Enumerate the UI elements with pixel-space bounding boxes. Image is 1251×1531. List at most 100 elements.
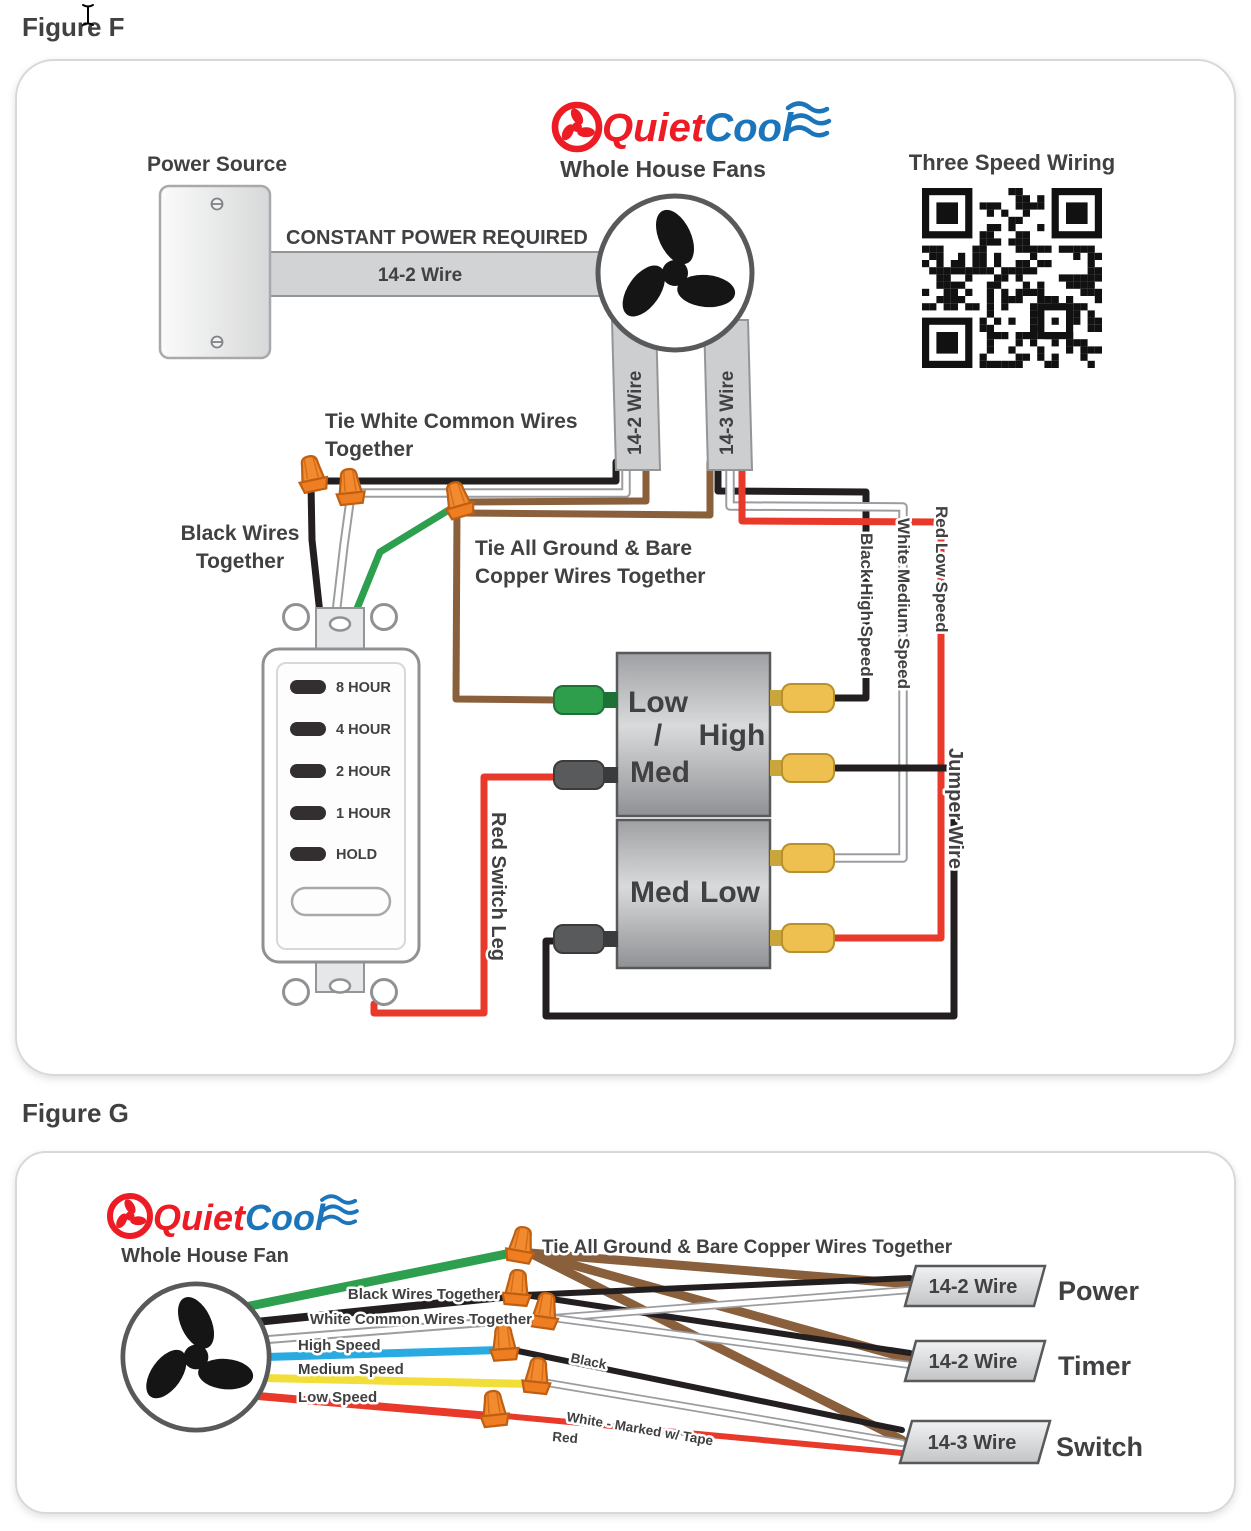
timer-main-button <box>290 886 392 917</box>
run-box-timer <box>903 1339 1047 1383</box>
yellow-medium-speed-wire <box>260 1374 536 1388</box>
connector-green <box>553 685 618 715</box>
quietcool-logo-f: QuietCool Whole House Fans <box>555 104 829 182</box>
connector-dark <box>553 924 618 954</box>
run-destination-label: Power <box>1058 1276 1140 1306</box>
white-marked-wire <box>545 1380 905 1446</box>
selector-label-low2: Low <box>700 876 761 909</box>
red-low-speed-wire <box>254 1392 494 1420</box>
run-box-label: 14-3 Wire <box>928 1432 1017 1454</box>
speed-selector: Low / Med High Med Low <box>553 651 835 970</box>
selector-label-high: High <box>699 719 766 752</box>
note-black-wires-line1: Black Wires <box>181 522 300 545</box>
bare-copper-wire <box>460 458 650 506</box>
note-white-common-g: White Common Wires Together <box>310 1311 532 1328</box>
black-wire <box>252 1292 516 1326</box>
text-cursor-icon <box>82 4 94 26</box>
wires-figure-f <box>307 457 958 1020</box>
qr-code <box>916 182 1108 374</box>
black-wire <box>522 1275 913 1298</box>
selector-label-low: Low <box>628 686 689 719</box>
run-box-switch <box>898 1419 1052 1465</box>
black-switch-wire <box>510 1347 905 1433</box>
bare-copper-wire <box>452 506 560 704</box>
cable-runs: 14-2 Wire 14-2 Wire 14-3 Wire Power Time… <box>898 1264 1143 1465</box>
fan-mark-icon <box>110 1196 150 1236</box>
white-wire <box>259 1315 543 1343</box>
connector-dark <box>553 760 618 790</box>
brand-tagline: Whole House Fan <box>121 1245 289 1267</box>
note-tie-ground-g: Tie All Ground & Bare Copper Wires Toget… <box>542 1237 953 1258</box>
timer-button-label: 8 HOUR <box>336 680 391 696</box>
white-wire <box>550 1315 913 1368</box>
red-low-speed-wire <box>738 458 945 942</box>
selector-box-bottom <box>615 818 772 970</box>
figure-f-title: Figure F <box>22 12 125 42</box>
brand-name: QuietCool <box>602 106 794 150</box>
fan-mark-icon <box>555 105 599 149</box>
white-medium-speed-wire <box>727 459 906 861</box>
connector-yellow <box>770 843 835 873</box>
quietcool-logo-g: QuietCool Whole House Fan <box>110 1196 359 1267</box>
screw-slot-icon <box>328 978 352 994</box>
power-source-box <box>158 184 272 360</box>
timer-button <box>290 722 326 736</box>
jumper-wire <box>542 764 958 1020</box>
mounting-ear-icon <box>370 603 398 631</box>
timer-button-label: HOLD <box>336 847 377 863</box>
selector-box-top <box>615 651 772 818</box>
timer-buttons: 8 HOUR 4 HOUR 2 HOUR 1 HOUR HOLD <box>290 680 391 863</box>
black-high-speed-wire <box>714 458 870 702</box>
white-wire <box>550 1287 913 1321</box>
red-switch-leg-wire <box>370 773 560 1017</box>
connector-yellow <box>770 923 835 953</box>
strap-14-3-label: 14-3 Wire <box>717 371 738 455</box>
run-destination-label: Timer <box>1058 1351 1132 1381</box>
label-red-low-speed: Red Low Speed <box>932 506 951 633</box>
timer-button-label: 1 HOUR <box>336 806 391 822</box>
label-black-high-speed: Black High Speed <box>857 533 876 677</box>
note-high-speed-g: High Speed <box>298 1337 381 1354</box>
mounting-ear-icon <box>282 978 310 1006</box>
label-jumper-wire: Jumper Wire <box>944 748 966 869</box>
screw-slot-icon <box>328 616 352 632</box>
note-tie-ground-line1: Tie All Ground & Bare <box>475 537 692 560</box>
cable-tag-red: Red <box>552 1429 579 1446</box>
mounting-ear-icon <box>282 603 310 631</box>
label-white-medium-speed: White Medium Speed <box>894 518 913 689</box>
screw-icon <box>210 197 224 211</box>
timer-button <box>290 806 326 820</box>
run-box-label: 14-2 Wire <box>929 1276 1018 1298</box>
note-tie-white-line1: Tie White Common Wires <box>325 410 578 433</box>
white-wire <box>333 491 354 617</box>
fan-icon <box>123 1284 269 1430</box>
selector-label-med: Med <box>630 756 690 789</box>
figure-g-title: Figure G <box>22 1098 129 1128</box>
green-ground-wire <box>350 504 456 620</box>
timer-button <box>290 764 326 778</box>
black-wire <box>307 480 324 618</box>
selector-label-med2: Med <box>630 876 690 909</box>
connector-yellow <box>770 683 835 713</box>
fan-icon <box>598 196 752 350</box>
qr-caption: Three Speed Wiring <box>909 150 1115 175</box>
note-tie-ground-line2: Copper Wires Together <box>475 565 705 588</box>
note-medium-speed-g: Medium Speed <box>298 1361 404 1378</box>
power-source-label: Power Source <box>147 153 287 176</box>
supply-cable-label: 14-2 Wire <box>378 265 462 286</box>
bare-copper-wire <box>460 458 714 519</box>
black-wire <box>522 1292 913 1356</box>
timer-button <box>290 847 326 861</box>
bare-copper-wire <box>525 1248 907 1445</box>
run-box-power <box>903 1264 1047 1308</box>
green-ground-wire <box>240 1247 521 1312</box>
note-tie-white-line2: Together <box>325 438 413 461</box>
brand-tagline: Whole House Fans <box>560 156 766 182</box>
mounting-ear-icon <box>370 978 398 1006</box>
run-box-label: 14-2 Wire <box>929 1351 1018 1373</box>
note-low-speed-g: Low Speed <box>298 1389 377 1406</box>
note-black-wires-line2: Together <box>196 550 284 573</box>
brand-name: QuietCool <box>153 1197 326 1238</box>
white-wire <box>353 459 629 496</box>
connector-yellow <box>770 753 835 783</box>
